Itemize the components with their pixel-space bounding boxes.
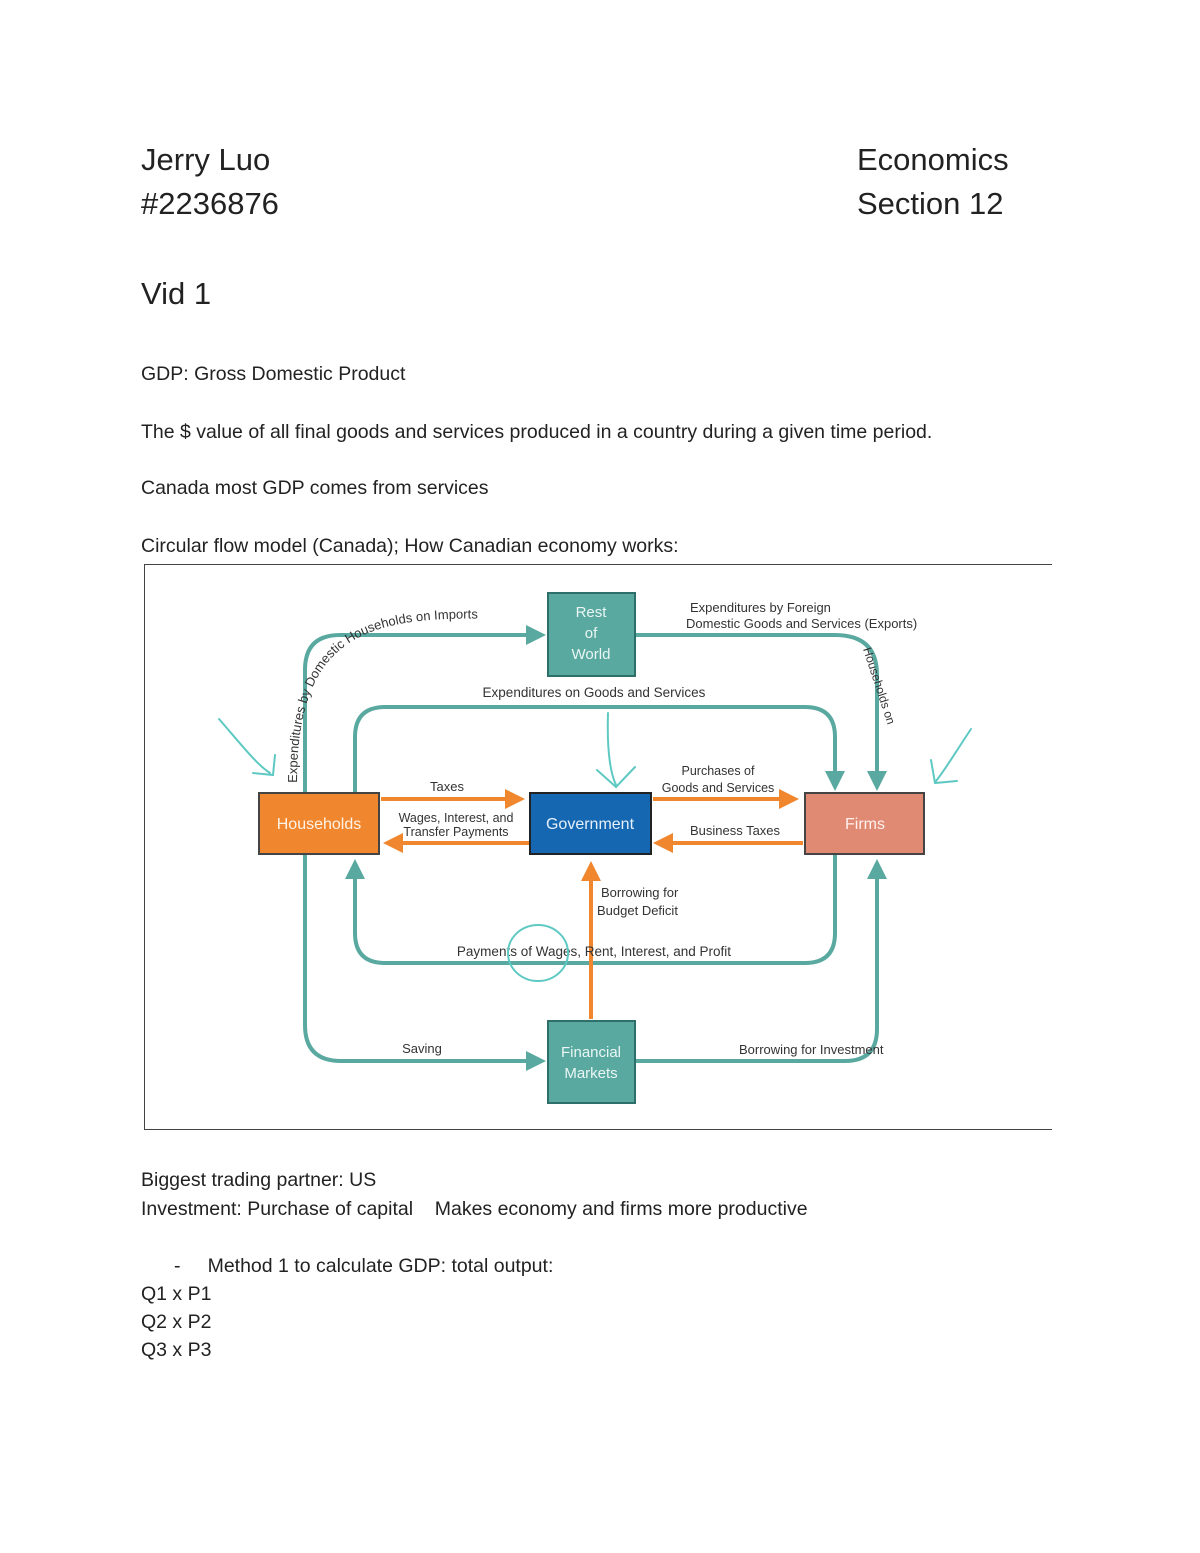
exports-label-1: Expenditures by Foreign xyxy=(690,600,831,615)
row-label-3: World xyxy=(572,646,611,663)
gdp-definition: GDP: Gross Domestic Product xyxy=(141,363,406,385)
hand-arrow-government xyxy=(596,712,636,789)
page-title: Vid 1 xyxy=(141,276,212,311)
borrowing-deficit-label-1: Borrowing for xyxy=(601,885,679,900)
formula-q2: Q2 x P2 xyxy=(141,1311,212,1333)
factor-payments-label: Payments of Wages, Rent, Interest, and P… xyxy=(457,944,731,959)
financial-markets-node: Financial Markets xyxy=(547,1020,636,1104)
row-label-1: Rest xyxy=(576,604,608,621)
wages-transfers-label-2: Transfer Payments xyxy=(403,825,508,839)
households-label: Households xyxy=(277,816,362,833)
hand-arrow-firms xyxy=(930,728,972,785)
investment-note: Investment: Purchase of capital Makes ec… xyxy=(141,1198,808,1220)
trading-partner: Biggest trading partner: US xyxy=(141,1169,377,1191)
rest-of-world-node: Rest of World xyxy=(547,592,636,677)
fm-label-2: Markets xyxy=(564,1065,617,1082)
student-name: Jerry Luo xyxy=(141,142,271,177)
goods-services-flow xyxy=(353,705,845,793)
course-name: Economics xyxy=(857,142,1009,177)
row-label-2: of xyxy=(585,625,598,642)
saving-flow xyxy=(303,855,546,1071)
saving-label: Saving xyxy=(402,1041,442,1056)
exports-flow xyxy=(635,633,887,791)
circular-flow-intro: Circular flow model (Canada); How Canadi… xyxy=(141,535,679,557)
circular-flow-svg: Rest of World Households Government Firm… xyxy=(218,592,972,1104)
firms-node: Firms xyxy=(804,792,925,855)
firms-label: Firms xyxy=(845,816,885,833)
government-label: Government xyxy=(546,816,635,833)
exports-label-2: Households on xyxy=(860,646,898,726)
teal-flows xyxy=(303,625,887,1071)
wages-transfers-label-1: Wages, Interest, and xyxy=(399,811,514,825)
exports-label-3: Domestic Goods and Services (Exports) xyxy=(686,616,917,631)
hand-arrow-households xyxy=(218,718,276,777)
purchases-label-2: Goods and Services xyxy=(662,781,775,795)
formula-q3: Q3 x P3 xyxy=(141,1339,212,1361)
investment-flow xyxy=(635,859,887,1063)
factor-payments-flow xyxy=(345,855,837,965)
taxes-label: Taxes xyxy=(430,779,464,794)
student-id: #2236876 xyxy=(141,186,279,221)
borrowing-deficit-label-2: Budget Deficit xyxy=(597,903,678,918)
government-node: Government xyxy=(529,792,652,855)
canada-services-note: Canada most GDP comes from services xyxy=(141,477,489,499)
circular-flow-diagram: Rest of World Households Government Firm… xyxy=(144,564,1052,1130)
gdp-description: The $ value of all final goods and servi… xyxy=(141,421,933,443)
handwritten-annotations xyxy=(218,712,972,982)
borrowing-investment-label: Borrowing for Investment xyxy=(739,1042,884,1057)
hand-circle-wages xyxy=(507,924,569,982)
households-node: Households xyxy=(258,792,380,855)
imports-flow xyxy=(303,625,546,793)
method-1-item: - Method 1 to calculate GDP: total outpu… xyxy=(174,1255,554,1277)
goods-services-label: Expenditures on Goods and Services xyxy=(483,685,706,700)
purchases-label-1: Purchases of xyxy=(682,764,755,778)
business-taxes-label: Business Taxes xyxy=(690,823,781,838)
imports-label: Expenditures by Domestic Households on I… xyxy=(285,607,478,783)
fm-label-1: Financial xyxy=(561,1044,621,1061)
orange-flows xyxy=(381,789,803,1019)
formula-q1: Q1 x P1 xyxy=(141,1283,212,1305)
course-section: Section 12 xyxy=(857,186,1004,221)
